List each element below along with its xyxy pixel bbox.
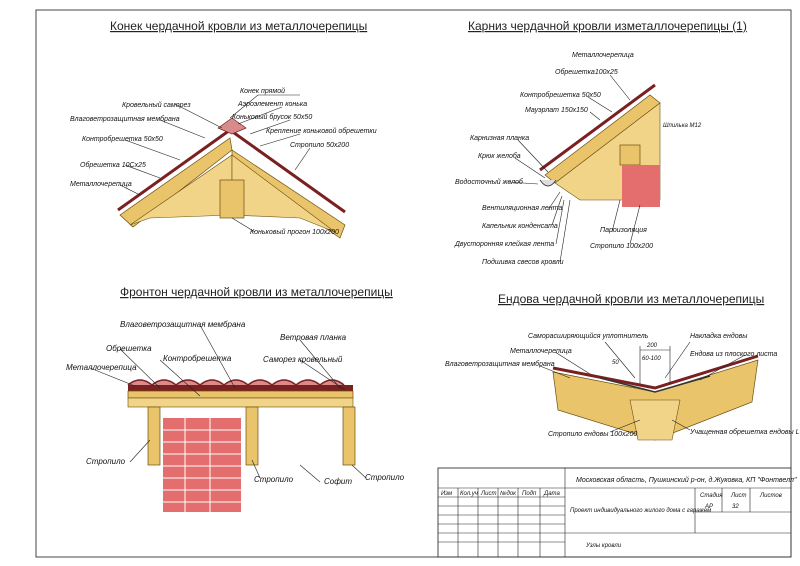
gable-label: Стропило xyxy=(86,457,126,466)
ridge-label: Влаговетрозащитная мембрана xyxy=(70,115,180,123)
gable-label: Саморез кровельный xyxy=(263,355,343,364)
stamp-stage-header: Стадия xyxy=(700,493,723,499)
eave-label: Крюк желоба xyxy=(478,152,521,160)
ridge-label: Стропило 50х200 xyxy=(290,142,349,149)
gable-rafter xyxy=(245,406,259,466)
eave-gutter xyxy=(539,179,557,187)
stamp-col: Подп xyxy=(522,491,537,497)
ridge-label: Контробрешетка 50х50 xyxy=(82,135,163,143)
gable-label: Ветровая планка xyxy=(280,333,347,342)
stamp-col: Кол.уч xyxy=(460,491,478,497)
gable-title: Фронтон чердачной кровли из металлочереп… xyxy=(120,285,393,299)
eave-label: Металлочерепица xyxy=(572,52,634,59)
eave-label: Карнизная планка xyxy=(470,135,529,142)
title-block: Московская область, Пушкинский р-он, д.Ж… xyxy=(437,467,797,558)
sheet-frame xyxy=(35,9,792,558)
stamp-stage: АР xyxy=(704,504,713,510)
eave-mauerlat xyxy=(619,144,641,166)
valley-label: Стропило ендовы 100х200 xyxy=(548,430,637,438)
stamp-col: Дата xyxy=(543,491,560,497)
eave-label: Вентиляционная лента xyxy=(482,205,562,212)
gable-label: Стропило xyxy=(254,475,294,484)
valley-label: Накладка ендовы xyxy=(690,332,748,340)
eave-title: Карниз чердачной кровли изметаллочерепиц… xyxy=(468,19,747,33)
eave-tile xyxy=(539,83,656,172)
valley-dim: 200 xyxy=(646,343,658,349)
stamp-col: №док xyxy=(500,490,517,497)
gable-label: Влаговетрозащитная мембрана xyxy=(120,320,246,329)
gable-detail: Фронтон чердачной кровли из металлочереп… xyxy=(66,285,405,512)
stamp-sheet-name: Узлы кровли xyxy=(585,543,622,549)
valley-label: Учащенная обрешетка ендовы L=500 xyxy=(689,428,800,436)
valley-label: Ендова из плоского листа xyxy=(690,350,777,358)
gable-brick-wall xyxy=(163,418,241,512)
ridge-label: Коньковый брусок 50х50 xyxy=(232,113,312,121)
ridge-title: Конек чердачной кровли из металлочерепиц… xyxy=(110,19,367,33)
stamp-project: Проект индивидуального жилого дома с гар… xyxy=(570,508,711,514)
eave-label: Шпилька М12 xyxy=(663,123,702,129)
eave-label: Водосточный желоб xyxy=(455,178,524,186)
gable-battens xyxy=(127,390,354,399)
stamp-address: Московская область, Пушкинский р-он, д.Ж… xyxy=(576,476,797,484)
ridge-label: Коньковый прогон 100х200 xyxy=(250,228,339,236)
valley-label: Влаговетрозащитная мембрана xyxy=(445,360,555,368)
eave-label: Стропило 100х200 xyxy=(590,243,653,250)
eave-label: Пароизоляция xyxy=(600,227,647,234)
ridge-cap xyxy=(217,117,247,135)
ridge-label: Обрешетка 10Сх25 xyxy=(80,161,146,169)
valley-dim: 50 xyxy=(612,360,619,366)
ridge-purlin xyxy=(219,179,245,219)
ridge-label: Аэроэлемент конька xyxy=(237,101,307,108)
gable-tile xyxy=(128,385,353,391)
valley-dim: 60-100 xyxy=(642,356,661,362)
valley-detail: Ендова чердачной кровли из металлочерепи… xyxy=(445,292,800,441)
gable-label: Контробрешетка xyxy=(163,354,232,363)
eave-label: Капельник конденсата xyxy=(482,222,558,230)
valley-rafter xyxy=(629,399,681,441)
gable-label: Софит xyxy=(324,477,352,486)
gable-label: Обрешетка xyxy=(106,344,152,353)
eave-brick xyxy=(622,165,660,207)
ridge-label: Крепление коньковой обрешетки xyxy=(266,127,377,135)
eave-label: Контробрешетка 50х50 xyxy=(520,91,601,99)
gable-label: Стропило xyxy=(365,473,405,482)
valley-label: Саморасширяющийся уплотнитель xyxy=(528,332,649,340)
eave-label: Обрешетка100х25 xyxy=(555,68,618,76)
stamp-frame xyxy=(437,467,792,558)
gable-tile-wave xyxy=(127,379,345,386)
gable-label: Металлочерепица xyxy=(66,363,137,372)
stamp-col: Лист xyxy=(480,491,496,497)
stamp-sheet-header: Лист xyxy=(730,493,746,499)
gable-counter-battens xyxy=(127,397,354,408)
valley-label: Металлочерепица xyxy=(510,348,572,355)
eave-label: Двусторонняя клейкая лента xyxy=(454,240,554,248)
valley-sheet xyxy=(599,375,711,393)
stamp-col: Изм xyxy=(441,491,452,497)
eave-label: Мауэрлат 150х150 xyxy=(525,107,588,114)
stamp-sheets-header: Листов xyxy=(759,493,782,499)
gable-rafter xyxy=(342,406,356,466)
eave-detail: Карниз чердачной кровли изметаллочерепиц… xyxy=(454,19,747,266)
gable-rafter xyxy=(147,406,161,466)
stamp-sheet: 32 xyxy=(732,504,739,510)
valley-title: Ендова чердачной кровли из металлочерепи… xyxy=(498,292,764,306)
leader xyxy=(229,94,259,119)
eave-label: Подшивка свесов кровли xyxy=(482,258,564,266)
ridge-label: Конек прямой xyxy=(240,87,285,95)
ridge-label: Металлочерепица xyxy=(70,181,132,188)
ridge-detail: Конек чердачной кровли из металлочерепиц… xyxy=(70,19,377,239)
ridge-label: Кровельный саморез xyxy=(122,101,191,109)
